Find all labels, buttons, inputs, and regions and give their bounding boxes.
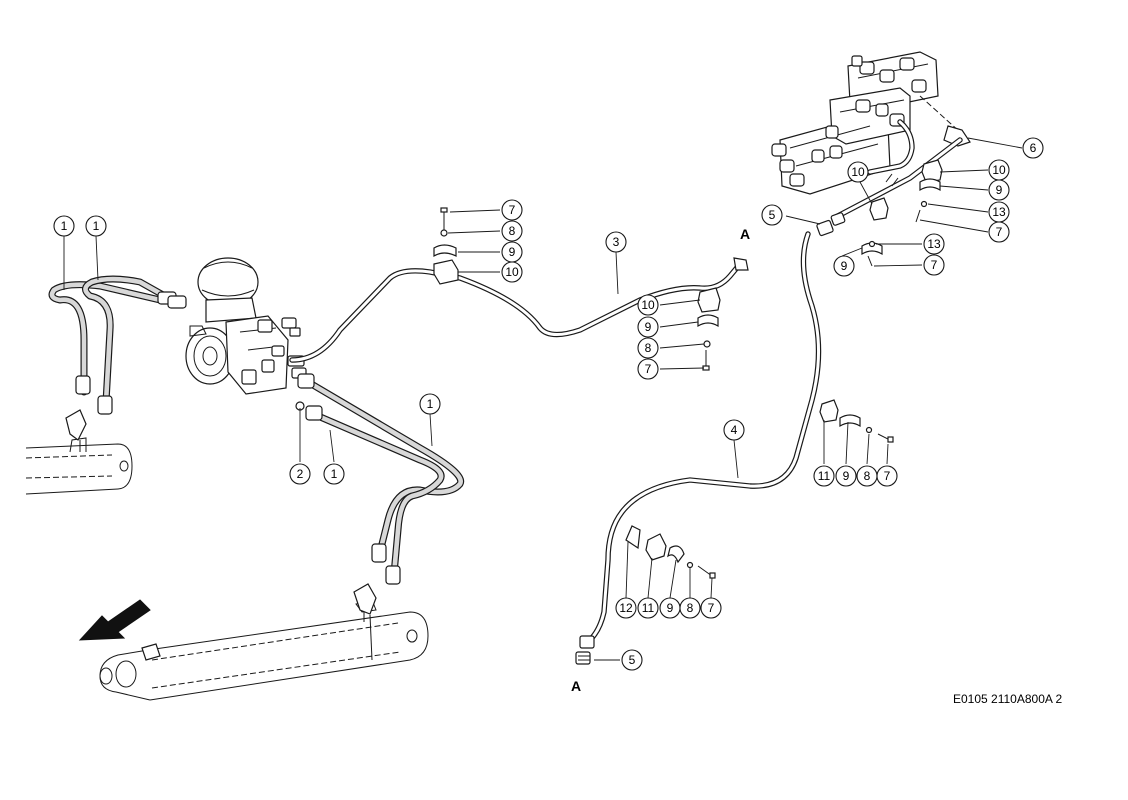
direction-arrow bbox=[78, 599, 151, 641]
callout-number: 13 bbox=[927, 237, 941, 251]
callout-7: 7 bbox=[700, 597, 722, 619]
callout-number: 8 bbox=[645, 341, 652, 355]
callout-6: 6 bbox=[1022, 137, 1044, 159]
callout-number: 5 bbox=[769, 208, 776, 222]
drawing-reference: E0105 2110A800A 2 bbox=[953, 692, 1063, 706]
pipe-6 bbox=[816, 137, 963, 237]
callout-number: 2 bbox=[297, 467, 304, 481]
callout-number: 5 bbox=[629, 653, 636, 667]
callout-number: 10 bbox=[505, 265, 519, 279]
callout-7: 7 bbox=[876, 465, 898, 487]
callout-4: 4 bbox=[723, 419, 745, 441]
hose-assemblies bbox=[48, 275, 465, 622]
callout-3: 3 bbox=[605, 231, 627, 253]
callout-number: 7 bbox=[708, 601, 715, 615]
callout-9: 9 bbox=[659, 597, 681, 619]
callout-number: 4 bbox=[731, 423, 738, 437]
callout-8: 8 bbox=[501, 220, 523, 242]
callout-number: 10 bbox=[992, 163, 1006, 177]
leader-lines bbox=[63, 137, 1023, 661]
pump-valve-assembly bbox=[185, 257, 307, 411]
callout-9: 9 bbox=[501, 241, 523, 263]
lower-cylinder bbox=[99, 599, 429, 701]
callout-number: 7 bbox=[884, 469, 891, 483]
callout-number: 9 bbox=[843, 469, 850, 483]
callout-number: 10 bbox=[641, 298, 655, 312]
callout-number: 6 bbox=[1030, 141, 1037, 155]
callout-1: 1 bbox=[419, 393, 441, 415]
callout-number: 9 bbox=[667, 601, 674, 615]
callout-number: 11 bbox=[642, 601, 655, 615]
callout-number: 8 bbox=[509, 224, 516, 238]
callout-11: 11 bbox=[813, 465, 835, 487]
callout-9: 9 bbox=[637, 316, 659, 338]
callout-9: 9 bbox=[835, 465, 857, 487]
callout-number: 10 bbox=[851, 165, 865, 179]
callout-number: 1 bbox=[93, 219, 100, 233]
callout-5: 5 bbox=[621, 649, 643, 671]
callout-10: 10 bbox=[501, 261, 523, 283]
callout-7: 7 bbox=[637, 358, 659, 380]
callout-5: 5 bbox=[761, 204, 783, 226]
callout-number: 3 bbox=[613, 235, 620, 249]
callout-number: 9 bbox=[509, 245, 516, 259]
callout-13: 13 bbox=[923, 233, 945, 255]
clamp-hardware bbox=[433, 159, 943, 579]
callout-10: 10 bbox=[847, 161, 869, 183]
callout-13: 13 bbox=[988, 201, 1010, 223]
callout-1: 1 bbox=[53, 215, 75, 237]
callout-number: 12 bbox=[619, 601, 633, 615]
connection-label-a: A bbox=[740, 226, 750, 242]
callout-7: 7 bbox=[501, 199, 523, 221]
callout-number: 9 bbox=[841, 259, 848, 273]
callout-number: 13 bbox=[992, 205, 1006, 219]
control-valve-block bbox=[771, 51, 971, 195]
callout-number: 1 bbox=[427, 397, 434, 411]
callout-number: 7 bbox=[996, 225, 1003, 239]
callout-8: 8 bbox=[637, 337, 659, 359]
callout-1: 1 bbox=[85, 215, 107, 237]
pipe-4 bbox=[575, 231, 822, 665]
callout-7: 7 bbox=[988, 221, 1010, 243]
callout-8: 8 bbox=[679, 597, 701, 619]
callout-7: 7 bbox=[923, 254, 945, 276]
callout-number: 7 bbox=[645, 362, 652, 376]
callout-9: 9 bbox=[833, 255, 855, 277]
callout-number: 7 bbox=[931, 258, 938, 272]
callout-number: 9 bbox=[996, 183, 1003, 197]
callout-1: 1 bbox=[323, 463, 345, 485]
connection-label-a: A bbox=[571, 678, 581, 694]
callout-2: 2 bbox=[289, 463, 311, 485]
callout-number: 1 bbox=[331, 467, 338, 481]
callout-number: 9 bbox=[645, 320, 652, 334]
callout-8: 8 bbox=[856, 465, 878, 487]
callout-number: 8 bbox=[864, 469, 871, 483]
callout-12: 12 bbox=[615, 597, 637, 619]
callout-10: 10 bbox=[988, 159, 1010, 181]
callout-number: 1 bbox=[61, 219, 68, 233]
callout-10: 10 bbox=[637, 294, 659, 316]
callout-11: 11 bbox=[637, 597, 659, 619]
pipe-3 bbox=[289, 257, 749, 363]
callout-number: 7 bbox=[509, 203, 516, 217]
callout-9: 9 bbox=[988, 179, 1010, 201]
callout-number: 11 bbox=[818, 469, 831, 483]
callout-number: 8 bbox=[687, 601, 694, 615]
upper-cylinder bbox=[25, 437, 133, 495]
